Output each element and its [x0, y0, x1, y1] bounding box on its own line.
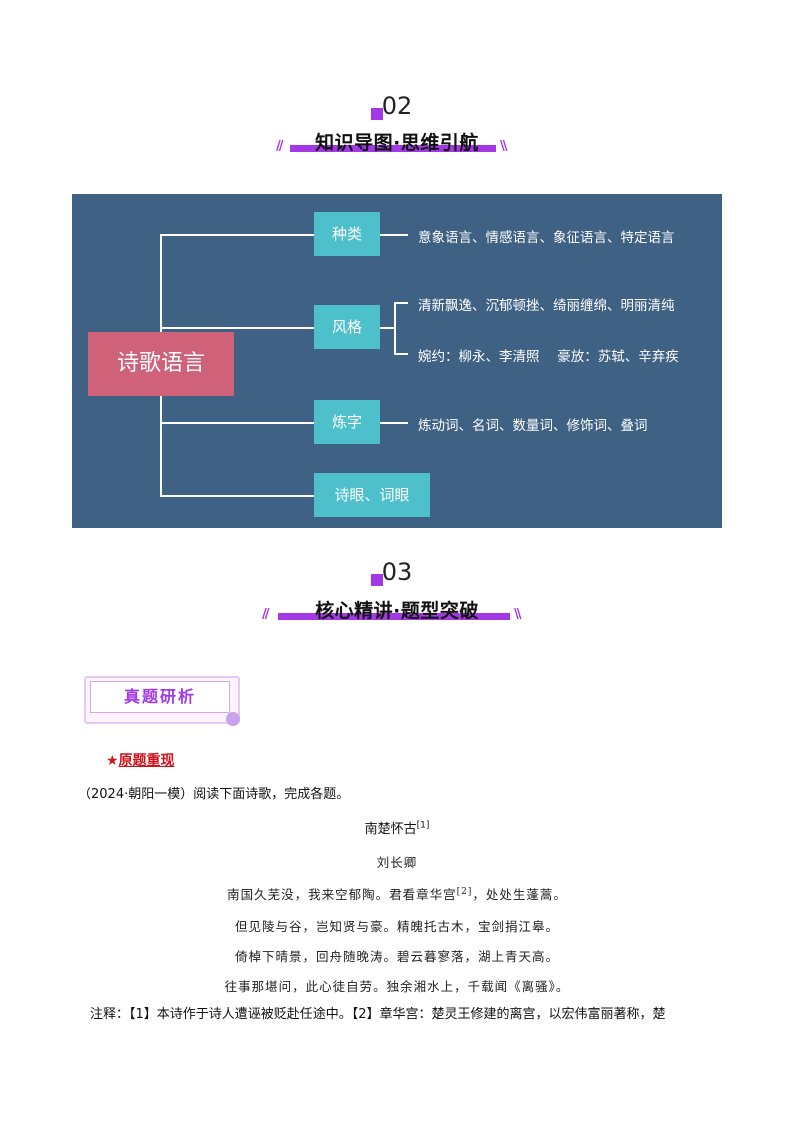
poem-author: 刘长卿	[376, 855, 418, 870]
poem-title: 南楚怀古[1]	[364, 820, 430, 837]
question-intro: （2024·朝阳一模）阅读下面诗歌，完成各题。	[78, 787, 350, 802]
section-number: 03	[0, 558, 794, 586]
section-title: // \\ 知识导图·思维引航	[276, 132, 507, 154]
leaf-category: 意象语言、情感语言、象征语言、特定语言	[418, 230, 675, 246]
mind-map: 诗歌语言 种类 风格 炼字 诗眼、词眼 意象语言、情感语言、象征语言、特定语言 …	[72, 194, 722, 528]
poem-line: 南国久芜没，我来空郁陶。君看章华宫[2]，处处生蓬蒿。	[227, 886, 567, 902]
node-poem-eye: 诗眼、词眼	[314, 473, 430, 517]
poem-line: 但见陵与谷，岂知贤与豪。精魄托古木，宝剑捐江皋。	[234, 919, 559, 934]
node-word-refining: 炼字	[314, 400, 380, 444]
poem-line: 倚棹下晴景，回舟随晚涛。碧云暮寥落，湖上青天高。	[234, 949, 559, 964]
section-title: // \\ 核心精讲·题型突破	[262, 600, 521, 622]
leaf-style-1: 清新飘逸、沉郁顿挫、绮丽缠绵、明丽清纯	[418, 298, 675, 314]
exam-analysis-tag: 真题研析	[84, 676, 242, 726]
leaf-word-refining: 炼动词、名词、数量词、修饰词、叠词	[418, 418, 648, 434]
node-category: 种类	[314, 212, 380, 256]
section-number: 02	[0, 92, 794, 120]
original-question-heading: ★原题重现	[106, 753, 175, 769]
leaf-style-2: 婉约：柳永、李清照 豪放：苏轼、辛弃疾	[418, 349, 679, 365]
star-icon: ★	[106, 753, 119, 769]
poem-line: 往事那堪问，此心徒自劳。独余湘水上，千载闻《离骚》。	[224, 979, 570, 994]
node-style: 风格	[314, 305, 380, 349]
annotation: 注释：【1】本诗作于诗人遭诬被贬赴任途中。【2】章华宫：楚灵王修建的离宫，以宏伟…	[90, 1007, 666, 1022]
decor-dot	[226, 712, 240, 726]
mindmap-root: 诗歌语言	[88, 332, 234, 396]
